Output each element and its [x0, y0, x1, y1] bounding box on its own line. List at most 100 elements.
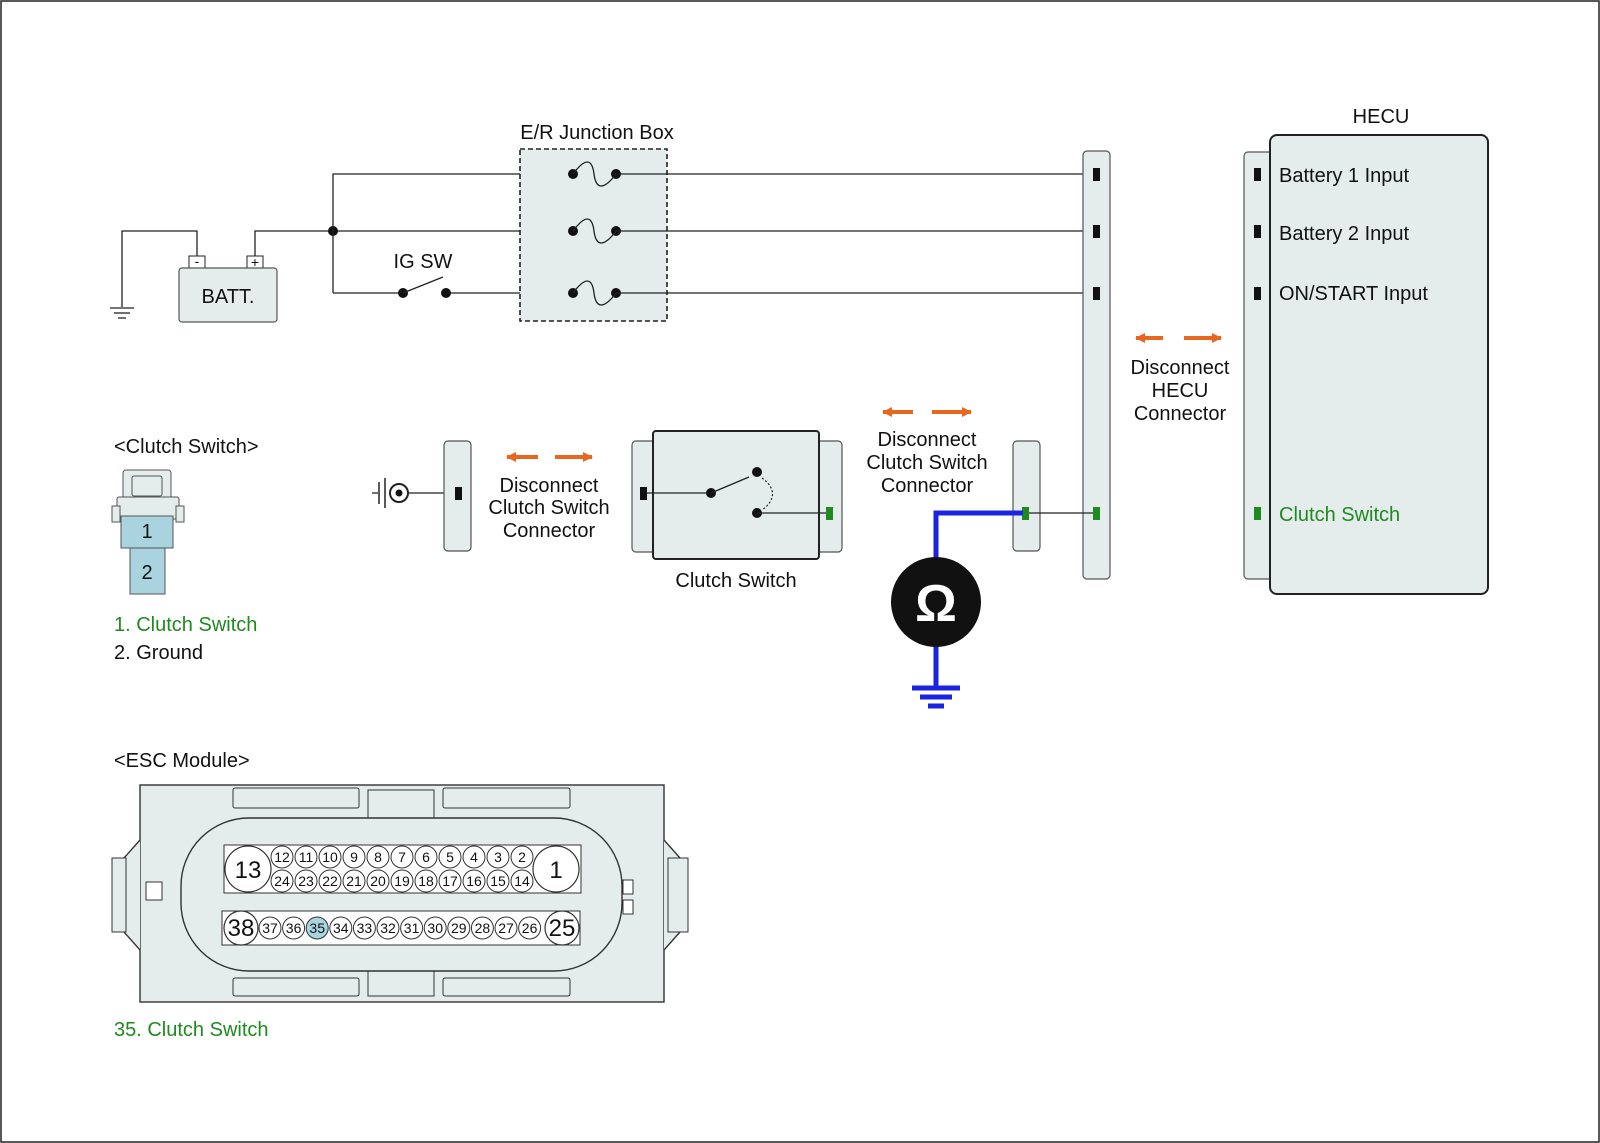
esc-pin-16: 16: [466, 873, 482, 889]
esc-pin-36-socket: [282, 916, 306, 940]
esc-pin-37: 37: [262, 920, 278, 936]
disconnect-clutch-left-note: Disconnect Clutch Switch Connector: [488, 452, 610, 542]
esc-pin-7-socket: [390, 845, 414, 869]
esc-pin-34-socket: [329, 916, 353, 940]
ig-switch: IG SW: [394, 251, 453, 298]
esc-pin-5: 5: [446, 849, 454, 865]
esc-pin-3-socket: [486, 845, 510, 869]
esc-pin-11: 11: [299, 849, 314, 865]
esc-pin-11-socket: [294, 845, 318, 869]
esc-pin-15: 15: [490, 873, 506, 889]
battery: - + BATT.: [110, 230, 278, 323]
esc-pin-20: 20: [370, 873, 386, 889]
esc-pin-27: 27: [498, 920, 514, 936]
esc-pin-27-socket: [494, 916, 518, 940]
esc-pin-4-socket: [462, 845, 486, 869]
hecu-input-clutch-switch: Clutch Switch: [1279, 504, 1400, 526]
esc-pin-8-socket: [366, 845, 390, 869]
clutch-switch-connector-view: <Clutch Switch> 1 2 1. Clutch Switch 2. …: [111, 436, 259, 664]
esc-pin-8: 8: [374, 849, 382, 865]
hecu-input-on-start: ON/START Input: [1279, 283, 1428, 305]
esc-pin-37-socket: [258, 916, 282, 940]
esc-pin-32: 32: [380, 920, 396, 936]
hecu-input-battery-2: Battery 2 Input: [1279, 223, 1410, 245]
esc-pin-12-socket: [270, 845, 294, 869]
battery-label: BATT.: [202, 286, 255, 308]
esc-pin-6-socket: [414, 845, 438, 869]
clutch-connector-legend-1: 1. Clutch Switch: [114, 614, 257, 636]
esc-pin-2-socket: [510, 845, 534, 869]
esc-pin-1: 1: [549, 857, 562, 884]
esc-pin-18: 18: [418, 873, 434, 889]
hecu-title: HECU: [1353, 106, 1410, 128]
esc-pin-2: 2: [518, 849, 526, 865]
battery-neg-terminal: -: [195, 253, 200, 269]
esc-pin-24-socket: [270, 869, 294, 893]
esc-pin-22-socket: [318, 869, 342, 893]
esc-module-title: <ESC Module>: [114, 750, 250, 772]
esc-pin-29-socket: [447, 916, 471, 940]
esc-pin-18-socket: [414, 869, 438, 893]
disconnect-clutch-left-line3: Connector: [503, 520, 596, 542]
ohmmeter-icon: Ω: [915, 575, 957, 633]
clutch-switch-unit: Clutch Switch: [631, 430, 843, 592]
esc-pin-30: 30: [427, 920, 443, 936]
hecu-harness-connector[interactable]: [1082, 150, 1111, 580]
esc-module-legend: 35. Clutch Switch: [114, 1019, 269, 1041]
esc-pin-15-socket: [486, 869, 510, 893]
esc-pin-26: 26: [522, 920, 538, 936]
fuse-3: [568, 280, 621, 306]
esc-pin-13: 13: [235, 857, 262, 884]
clutch-switch-ground-connector[interactable]: [443, 440, 472, 552]
esc-pin-10-socket: [318, 845, 342, 869]
clutch-connector-pin-1: 1: [141, 521, 152, 543]
esc-pin-17-socket: [438, 869, 462, 893]
ig-switch-label: IG SW: [394, 251, 453, 273]
disconnect-clutch-right-line1: Disconnect: [878, 429, 977, 451]
ohmmeter: Ω: [891, 510, 1023, 709]
esc-pin-10: 10: [322, 849, 338, 865]
esc-pin-14: 14: [514, 873, 530, 889]
esc-pin-35: 35: [309, 920, 325, 936]
junction-box-title: E/R Junction Box: [520, 122, 673, 144]
esc-pin-7: 7: [398, 849, 406, 865]
battery-pos-terminal: +: [251, 254, 259, 270]
esc-pin-31: 31: [404, 920, 420, 936]
esc-pin-21-socket: [342, 869, 366, 893]
esc-pin-21: 21: [346, 873, 362, 889]
esc-pin-19-socket: [390, 869, 414, 893]
esc-pin-36: 36: [286, 920, 302, 936]
disconnect-hecu-line2: HECU: [1152, 380, 1209, 402]
disconnect-clutch-left-line2: Clutch Switch: [488, 497, 609, 519]
esc-pin-4: 4: [470, 849, 478, 865]
disconnect-hecu-line3: Connector: [1134, 403, 1227, 425]
esc-pin-30-socket: [423, 916, 447, 940]
clutch-connector-title: <Clutch Switch>: [114, 436, 259, 458]
esc-pin-32-socket: [376, 916, 400, 940]
esc-pin-26-socket: [518, 916, 542, 940]
disconnect-clutch-left-line1: Disconnect: [500, 475, 599, 497]
disconnect-hecu-note: Disconnect HECU Connector: [1131, 333, 1230, 425]
esc-pin-9-socket: [342, 845, 366, 869]
disconnect-clutch-right-line2: Clutch Switch: [866, 452, 987, 474]
chassis-ground: [372, 478, 455, 508]
esc-pin-38: 38: [228, 915, 255, 942]
esc-pin-35-socket: [305, 916, 329, 940]
esc-pin-33: 33: [357, 920, 373, 936]
esc-pin-19: 19: [394, 873, 410, 889]
hecu-module: HECU Battery 1 Input Battery 2 Input ON/…: [1243, 106, 1489, 595]
disconnect-hecu-line1: Disconnect: [1131, 357, 1230, 379]
esc-pin-12: 12: [274, 849, 290, 865]
esc-pin-34: 34: [333, 920, 349, 936]
clutch-switch-label: Clutch Switch: [675, 570, 796, 592]
clutch-switch-signal-connector[interactable]: [1012, 440, 1041, 552]
junction-box: E/R Junction Box: [519, 122, 674, 322]
esc-pin-28: 28: [475, 920, 491, 936]
esc-pin-33-socket: [352, 916, 376, 940]
esc-pin-22: 22: [322, 873, 338, 889]
esc-pin-17: 17: [442, 873, 458, 889]
esc-pin-6: 6: [422, 849, 430, 865]
